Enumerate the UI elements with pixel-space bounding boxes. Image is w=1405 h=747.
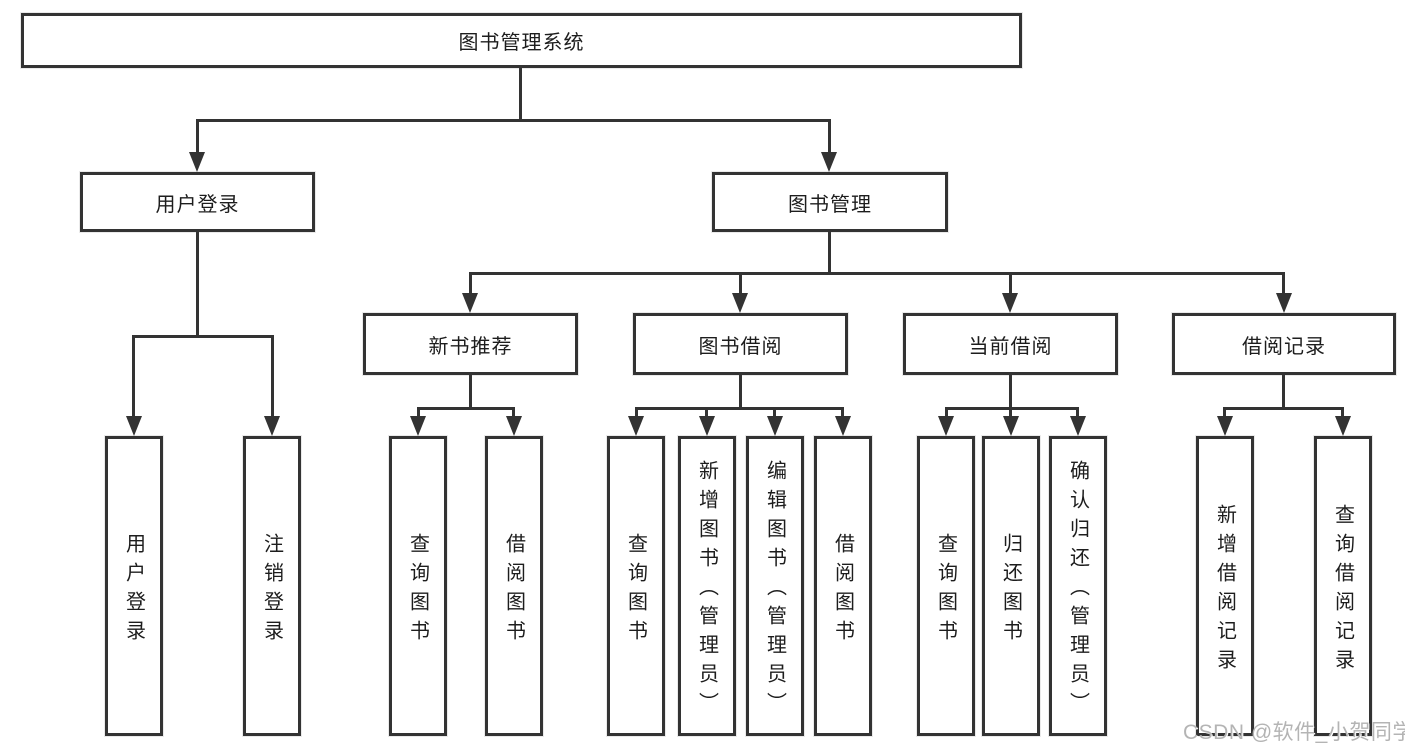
connector-line [1009, 407, 1012, 418]
node-label: 当前借阅 [968, 335, 1053, 358]
node-borrow-records: 借阅记录 [1172, 313, 1396, 375]
connector-line [132, 335, 274, 338]
node-label: 查询图书 [934, 532, 957, 649]
leaf-confirm-return-admin: 确认归还（管理员） [1049, 436, 1107, 736]
arrow-down-icon [732, 293, 748, 313]
connector-line [132, 335, 135, 418]
node-label: 注销登录 [260, 532, 283, 649]
leaf-query-borrow-record: 查询借阅记录 [1314, 436, 1372, 736]
arrow-down-icon [1070, 416, 1086, 436]
node-label: 借阅图书 [502, 532, 525, 649]
connector-line [1009, 375, 1012, 409]
connector-line [945, 407, 948, 418]
arrow-down-icon [189, 152, 205, 172]
connector-line [196, 119, 831, 122]
leaf-add-borrow-record: 新增借阅记录 [1196, 436, 1254, 736]
node-current-borrow: 当前借阅 [903, 313, 1118, 375]
arrow-down-icon [1276, 293, 1292, 313]
node-label: 用户登录 [155, 193, 240, 216]
connector-line [635, 407, 638, 418]
connector-line [1341, 407, 1344, 418]
connector-line [512, 407, 515, 418]
arrow-down-icon [410, 416, 426, 436]
node-label: 新书推荐 [428, 335, 513, 358]
arrow-down-icon [938, 416, 954, 436]
node-label: 查询借阅记录 [1331, 503, 1354, 678]
connector-line [773, 407, 776, 418]
connector-line [417, 407, 515, 410]
arrow-down-icon [264, 416, 280, 436]
arrow-down-icon [1002, 293, 1018, 313]
node-new-book-recommend: 新书推荐 [363, 313, 578, 375]
connector-line [196, 119, 199, 157]
leaf-add-book-admin: 新增图书（管理员） [678, 436, 736, 736]
connector-line [1223, 407, 1344, 410]
node-label: 用户登录 [122, 532, 145, 649]
connector-line [469, 272, 1284, 275]
node-label: 归还图书 [999, 532, 1022, 649]
arrow-down-icon [506, 416, 522, 436]
connector-line [519, 68, 522, 120]
node-label: 新增图书（管理员） [695, 460, 718, 721]
watermark: CSDN @软件_小贺同学 [1183, 721, 1405, 744]
connector-line [945, 407, 1079, 410]
node-label: 借阅记录 [1242, 335, 1326, 358]
arrow-down-icon [1217, 416, 1233, 436]
connector-line [841, 407, 844, 418]
arrow-down-icon [628, 416, 644, 436]
connector-line [1009, 272, 1012, 295]
leaf-borrow-books: 借阅图书 [814, 436, 872, 736]
connector-line [469, 375, 472, 409]
connector-line [196, 232, 199, 337]
leaf-edit-book-admin: 编辑图书（管理员） [746, 436, 804, 736]
connector-line [705, 407, 708, 418]
node-label: 图书管理系统 [458, 32, 585, 54]
node-label: 确认归还（管理员） [1066, 460, 1089, 721]
node-label: 查询图书 [624, 532, 647, 649]
leaf-borrow-books-recommend: 借阅图书 [485, 436, 543, 736]
connector-line [417, 407, 420, 418]
node-label: 编辑图书（管理员） [763, 460, 786, 721]
connector-line [828, 232, 831, 274]
node-label: 图书借阅 [698, 335, 783, 358]
arrow-down-icon [767, 416, 783, 436]
node-user-login: 用户登录 [80, 172, 315, 232]
leaf-query-books-current: 查询图书 [917, 436, 975, 736]
arrow-down-icon [835, 416, 851, 436]
arrow-down-icon [699, 416, 715, 436]
arrow-down-icon [126, 416, 142, 436]
node-book-borrow: 图书借阅 [633, 313, 848, 375]
connector-line [1076, 407, 1079, 418]
connector-line [739, 272, 742, 295]
arrow-down-icon [821, 152, 837, 172]
connector-line [828, 119, 831, 157]
node-label: 新增借阅记录 [1213, 503, 1236, 678]
connector-line [739, 375, 742, 409]
leaf-query-books-borrow: 查询图书 [607, 436, 665, 736]
connector-line [469, 272, 472, 295]
arrow-down-icon [1335, 416, 1351, 436]
connector-line [1282, 375, 1285, 409]
node-root: 图书管理系统 [21, 13, 1022, 68]
arrow-down-icon [462, 293, 478, 313]
node-book-management: 图书管理 [712, 172, 948, 232]
node-label: 图书管理 [788, 193, 872, 216]
leaf-query-books-recommend: 查询图书 [389, 436, 447, 736]
leaf-user-login: 用户登录 [105, 436, 163, 736]
connector-line [1282, 272, 1285, 295]
connector-line [635, 407, 844, 410]
leaf-return-books: 归还图书 [982, 436, 1040, 736]
connector-line [271, 335, 274, 418]
node-label: 查询图书 [406, 532, 429, 649]
arrow-down-icon [1003, 416, 1019, 436]
leaf-logout: 注销登录 [243, 436, 301, 736]
node-label: 借阅图书 [831, 532, 854, 649]
connector-line [1223, 407, 1226, 418]
